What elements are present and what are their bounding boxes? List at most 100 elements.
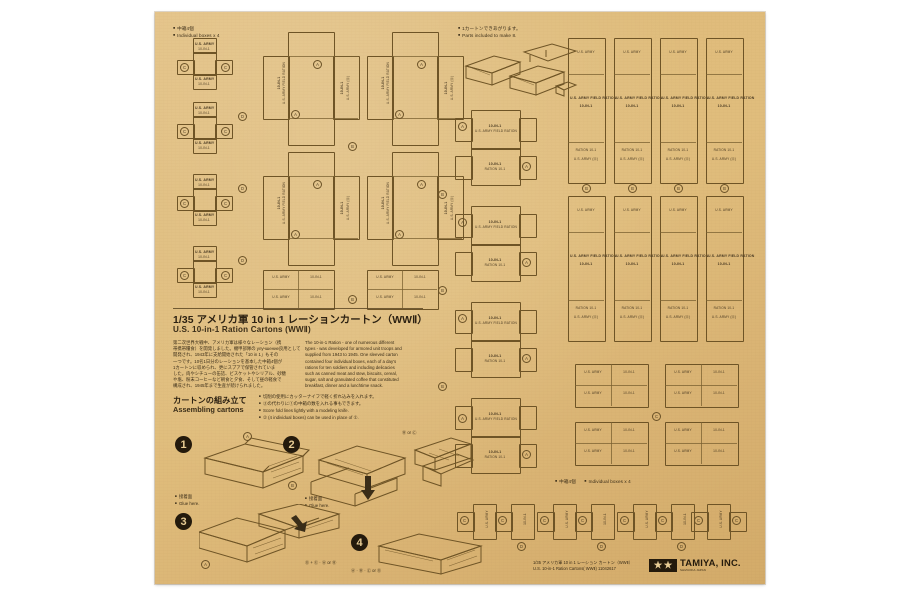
step-2-illustration <box>310 437 475 507</box>
box-label-line2: 10-IN-1 <box>414 275 426 279</box>
box-label-line1: U.S. ARMY <box>584 449 602 453</box>
carton-label-line3: RATION 10-1 <box>713 306 735 310</box>
box-label-line1: U.S. ARMY <box>272 295 290 299</box>
description-en-line: sugar, salt and granulated coffee that c… <box>305 377 399 383</box>
carton-label-line1: U.S. ARMY FIELD RATION <box>662 254 709 258</box>
glue-note-jp: 接着面 <box>175 493 199 500</box>
carton-label-line2: 10-IN-1 <box>488 316 502 320</box>
carton-label-line2: 10-IN-1 <box>444 81 448 95</box>
box-label-line2: 10-IN-1 <box>713 370 725 374</box>
carton-label-line1: U.S. ARMY FIELD RATION <box>282 182 286 224</box>
box-label-line1: U.S. ARMY <box>272 275 290 279</box>
box-label-line2: 10-IN-1 <box>198 290 210 294</box>
description-jp-line: 開発され、1943年に支給開始された「10 in 1」もその <box>173 352 279 358</box>
page-title-jp: 1/35 アメリカ軍 10 in 1 レーションカートン（WWⅡ） <box>173 315 428 326</box>
box-label-line1: U.S. ARMY <box>715 50 733 54</box>
carton-label-line3: RATION 10-1 <box>667 148 689 152</box>
box-label-line1: U.S. ARMY <box>669 50 687 54</box>
brand-location: SHIZUOKA JAPAN <box>680 568 706 572</box>
carton-label-line3: RATION 10-1 <box>621 306 643 310</box>
carton-label-line3: RATION 10-1 <box>484 167 506 171</box>
carton-label-line2: 10-IN-1 <box>717 262 731 266</box>
carton-label-line3: RATION 10-1 <box>713 148 735 152</box>
carton-label-line2: 10-IN-1 <box>488 354 502 358</box>
carton-label-line1: U.S. ARMY FIELD RATION <box>386 62 390 104</box>
brand-name: TAMIYA, INC. <box>680 557 741 568</box>
description-jp-line: した。肉やシチューの缶詰、ビスケットやシリアル、砂糖 <box>173 371 286 377</box>
carton-label-line4: U.S. ARMY (Ⓐ) <box>619 315 645 319</box>
assembling-bullet: Score fold lines lightly with a modeling… <box>259 407 377 414</box>
carton-label-line1: U.S. ARMY FIELD RATION <box>616 96 663 100</box>
tamiya-logo: TAMIYA, INC. SHIZUOKA JAPAN <box>649 558 741 572</box>
box-label-line1: U.S. ARMY <box>577 50 595 54</box>
box-label-line2: 10-IN-1 <box>713 428 725 432</box>
top-left-note-jp: 中箱4個 <box>173 25 220 32</box>
box-label-line1: U.S. ARMY <box>195 285 215 289</box>
carton-label-line2: 10-IN-1 <box>671 104 685 108</box>
description-jp-line: 第二次世界大戦中、アメリカ軍は様々なレーション（携 <box>173 340 282 345</box>
description-jp-line: 1カートンに収められ、更にスプアで保管されていま <box>173 364 276 370</box>
credit-jp: 1/35 アメリカ軍 10 in 1 レーション カートン（WWⅡ） <box>533 560 633 565</box>
carton-label-line1: U.S. ARMY FIELD RATION <box>475 321 517 325</box>
description-jp-line: 一つです。10名1日分のレーションを基本した中箱4個が <box>173 358 283 364</box>
assembling-heading-jp: カートンの組み立て <box>173 396 247 405</box>
step-3-illustration <box>199 504 341 563</box>
box-label-line1: U.S. ARMY <box>669 208 687 212</box>
carton-label-line2: 10-IN-1 <box>717 104 731 108</box>
carton-label-line4: U.S. ARMY (Ⓐ) <box>711 315 737 319</box>
step-1-illustration <box>203 437 311 489</box>
carton-label-line2: 10-IN-1 <box>488 220 502 224</box>
box-label-line2: 10-IN-1 <box>414 295 426 299</box>
carton-label-line1: U.S. ARMY FIELD RATION <box>475 417 517 421</box>
credit-en: U.S. 10-in-1 Ration Cartons( WWⅡ) 110426… <box>533 565 616 571</box>
box-label-line2: 10-IN-1 <box>198 111 210 115</box>
box-label-line2: 10-IN-1 <box>623 449 635 453</box>
carton-label-line2: 10-IN-1 <box>579 104 593 108</box>
step-2-callout: Ⓑ or Ⓒ <box>402 430 417 435</box>
box-label-line1: U.S. ARMY <box>195 250 215 254</box>
carton-label-line3: RATION 10-1 <box>667 306 689 310</box>
description-en-line: types - was developed for armored unit t… <box>305 346 402 352</box>
glue-note-en: Glue here. <box>305 502 330 509</box>
box-label-line2: 10-IN-1 <box>310 295 322 299</box>
carton-label-line2: 10-IN-1 <box>625 262 639 266</box>
step-number-1: 1 <box>175 436 192 453</box>
description-en-line: supplied from 1943 to 1945. One sleeved … <box>305 352 398 358</box>
assembling-heading-en: Assembling cartons <box>173 405 244 414</box>
carton-label-line3: RATION 10-1 <box>484 263 506 267</box>
carton-label-line2: 10-IN-1 <box>340 201 344 215</box>
carton-label-line3: RATION 10-1 <box>484 359 506 363</box>
carton-label-line1: U.S. ARMY FIELD RATION <box>475 129 517 133</box>
box-label-line1: U.S. ARMY <box>376 275 394 279</box>
description-jp-line: や塩、粉末コーヒーなど朝食と夕食、そして昼の軽食で <box>173 377 282 383</box>
box-label-line2: 10-IN-1 <box>198 146 210 150</box>
box-label-line2: 10-IN-1 <box>310 275 322 279</box>
step-2-glue-note: 接着面 Glue here. <box>305 495 330 509</box>
box-label-line2: 10-IN-1 <box>603 513 607 525</box>
box-label-line1: U.S. ARMY <box>645 510 649 528</box>
product-credit: 1/35 アメリカ軍 10 in 1 レーション カートン（WWⅡ） U.S. … <box>533 560 633 571</box>
carton-label-line1: U.S. ARMY FIELD RATION <box>475 225 517 229</box>
bottom-right-note: 中箱4個 Individual boxes x 4 <box>555 478 631 485</box>
carton-label-line4: U.S. ARMY (Ⓐ) <box>619 157 645 161</box>
step-4-callout: Ⓐ · Ⓑ · Ⓒ or Ⓓ <box>351 568 382 573</box>
carton-label-line2: 10-IN-1 <box>277 196 281 210</box>
box-label-line2: 10-IN-1 <box>713 391 725 395</box>
description-en-line: contained four individual boxes, each of… <box>305 358 397 364</box>
paper-grain-texture <box>155 12 765 584</box>
description-jp: 第二次世界大戦中、アメリカ軍は様々なレーション（携 帯携帯糧食）を開発しました。… <box>173 340 301 390</box>
glue-note-jp: 接着面 <box>305 495 329 502</box>
carton-label-line2: 10-IN-1 <box>381 76 385 90</box>
carton-label-line1: U.S. ARMY FIELD RATION <box>708 96 755 100</box>
description-en: The 10-in-1 Ration - one of numerous dif… <box>305 340 402 390</box>
bottom-right-note-jp: 中箱4個 <box>555 479 576 484</box>
box-label-line1: U.S. ARMY <box>584 428 602 432</box>
carton-label-line1: U.S. ARMY FIELD RATION <box>708 254 755 258</box>
box-label-line1: U.S. ARMY <box>195 106 215 110</box>
box-label-line1: U.S. ARMY <box>195 178 215 182</box>
carton-label-line4: U.S. ARMY (Ⓐ) <box>665 315 691 319</box>
carton-label-line2: 10-IN-1 <box>488 162 502 166</box>
carton-label-line3: RATION 10-1 <box>575 148 597 152</box>
box-label-line2: 10-IN-1 <box>623 391 635 395</box>
